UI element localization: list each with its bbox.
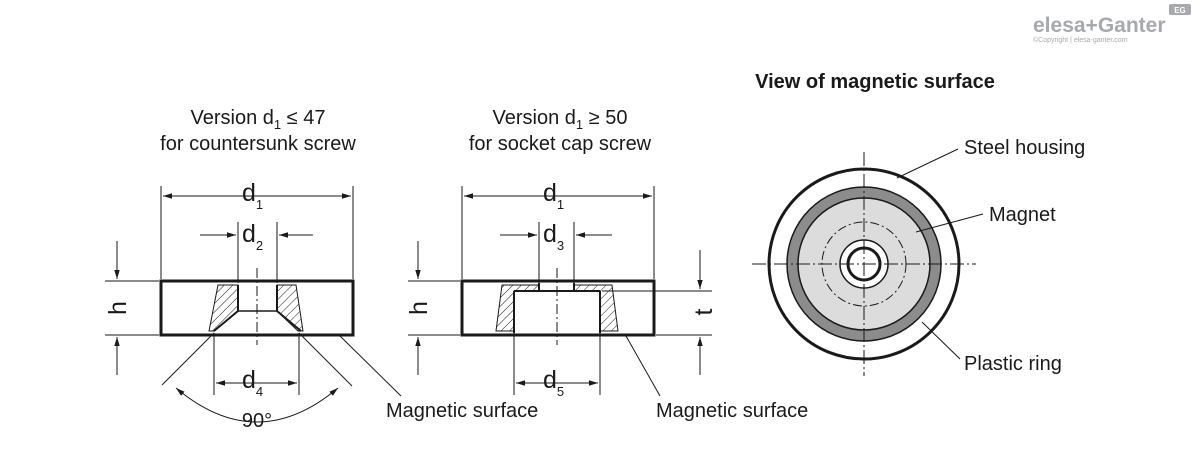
left-title-line2: for countersunk screw [160,133,356,155]
left-d1-label: d1 [242,179,263,212]
magnet-leader [915,213,984,233]
steel-housing-leader [896,148,959,179]
logo-text: elesa+Ganter [1033,14,1166,37]
logo-copyright: ©Copyright | elesa-ganter.com [1033,36,1128,44]
magnetic-surface-view: View of magnetic surface Steel housing M… [752,71,1085,376]
left-title-line1: Version d1 ≤ 47 [191,107,326,132]
middle-d1-label: d1 [543,179,564,212]
middle-section-view: Version d1 ≥ 50 for socket cap screw d1 … [405,107,808,422]
left-hatch-right [276,284,304,332]
plastic-ring-leader [921,321,961,360]
steel-housing-label: Steel housing [964,137,1085,159]
logo-badge-text: EG [1174,6,1186,15]
middle-surface-leader [625,335,661,397]
right-view-title: View of magnetic surface [755,71,995,93]
left-surface-label: Magnetic surface [386,400,538,422]
middle-body-outline [460,279,656,337]
plastic-ring-label: Plastic ring [964,353,1062,375]
magnet-label: Magnet [989,204,1056,226]
left-angle-label: 90° [242,410,272,432]
middle-t-label: t [690,308,718,315]
left-surface-leader [339,335,402,397]
brand-logo: elesa+Ganter EG ©Copyright | elesa-gante… [1033,4,1191,44]
logo-badge [1169,4,1191,15]
left-d2-label: d2 [242,220,263,253]
middle-title-line2: for socket cap screw [469,133,652,155]
left-angle-arc [175,387,339,423]
middle-d5-label: d5 [543,366,564,399]
left-h-label: h [104,301,132,315]
middle-h-label: h [405,301,433,315]
middle-d3-label: d3 [543,220,564,253]
left-section-view: Version d1 ≤ 47 for countersunk screw d1… [104,107,538,432]
middle-surface-label: Magnetic surface [656,400,808,422]
middle-title-line1: Version d1 ≥ 50 [493,107,628,132]
